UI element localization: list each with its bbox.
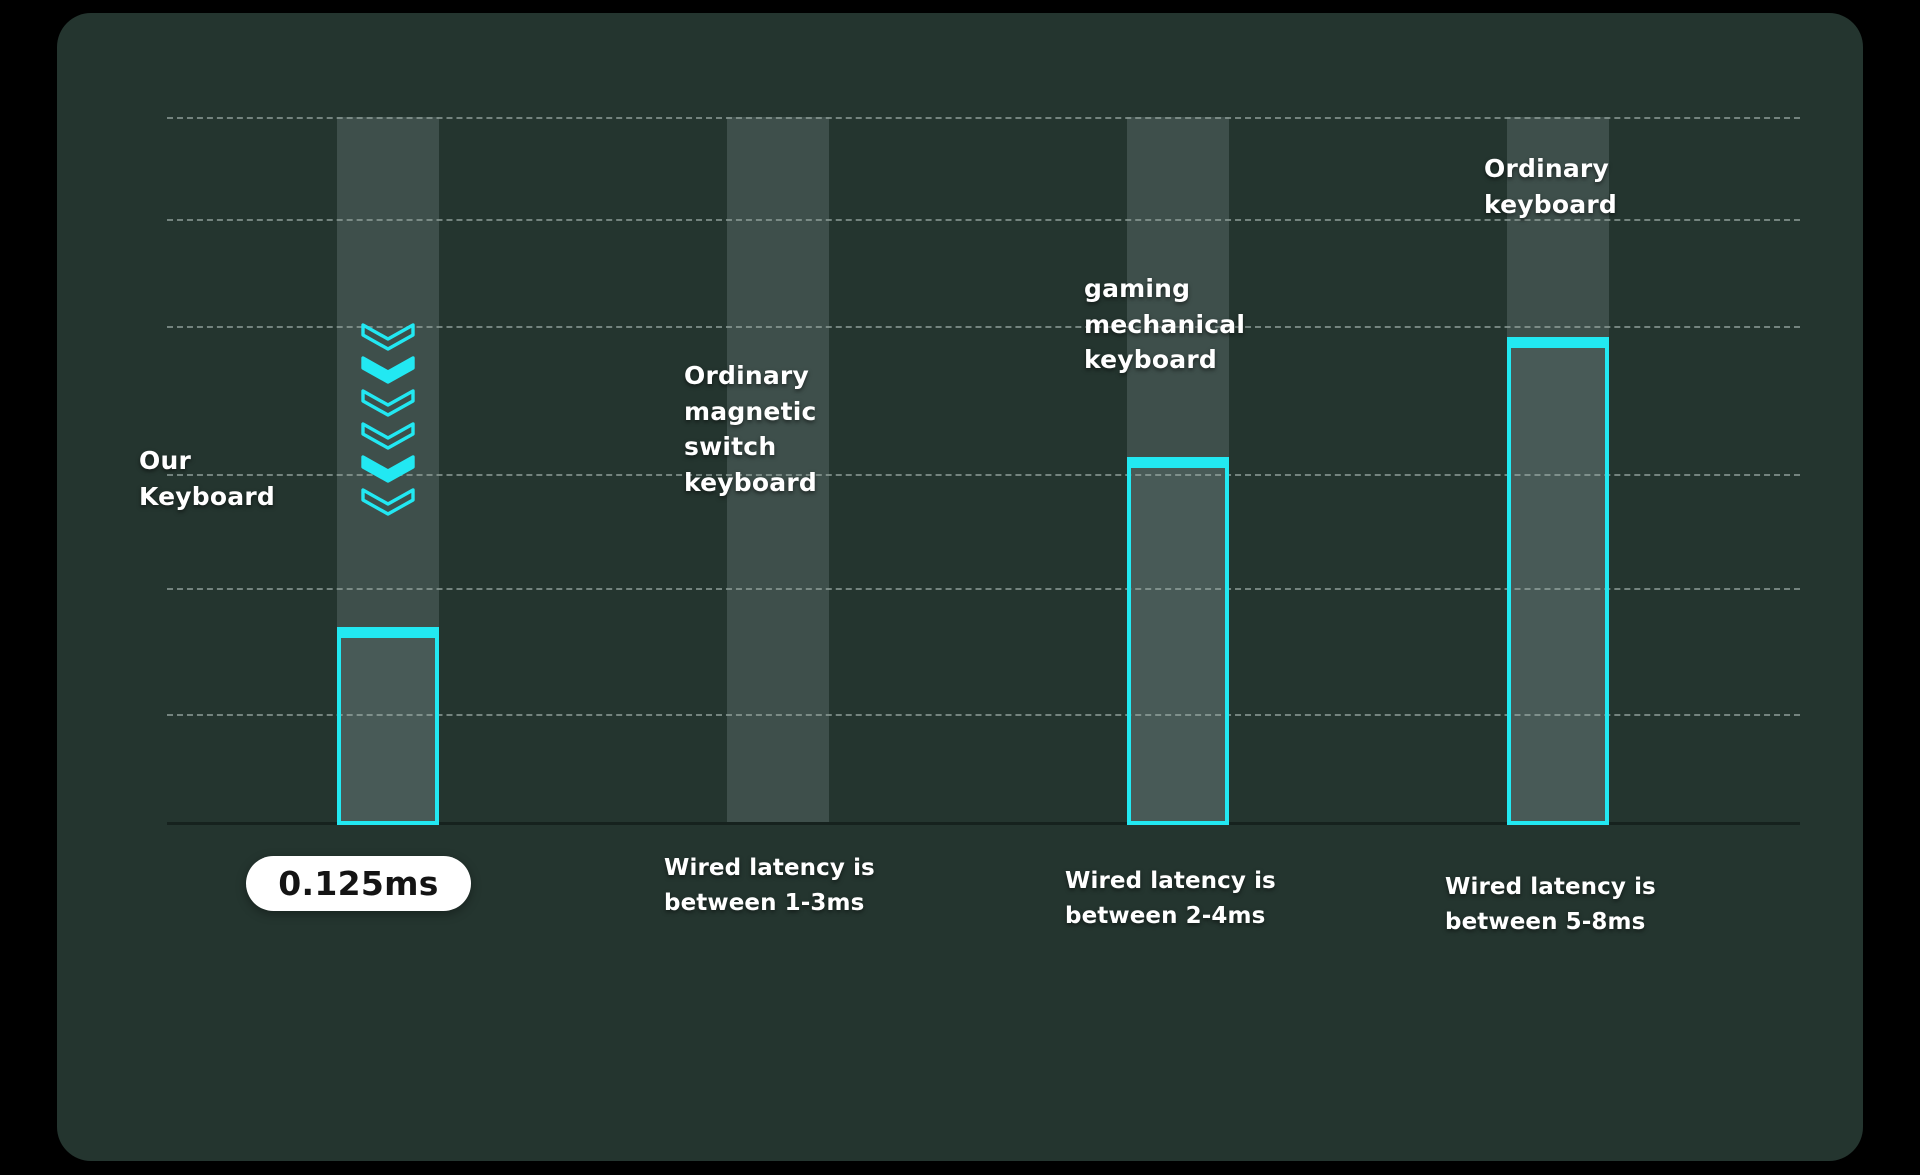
series-label-our-keyboard: Our Keyboard xyxy=(139,446,275,511)
series-label-ordinary-keyboard: Ordinary keyboard xyxy=(1484,154,1617,219)
bar-gaming-mechanical-keyboard[interactable] xyxy=(1127,457,1229,825)
bar-our-keyboard[interactable] xyxy=(337,627,439,825)
chevron-down-icon xyxy=(360,487,416,517)
caption-ordinary-magnetic-switch-keyboard: Wired latency is between 1-3ms xyxy=(664,855,875,916)
caption-gaming-mechanical-keyboard: Wired latency is between 2-4ms xyxy=(1065,868,1276,929)
chevron-stack xyxy=(338,322,438,520)
gridline-6 xyxy=(167,714,1800,716)
gridline-1 xyxy=(167,117,1800,119)
chevron-down-icon xyxy=(360,388,416,418)
gridline-2 xyxy=(167,219,1800,221)
bar-ordinary-keyboard[interactable] xyxy=(1507,337,1609,825)
chevron-down-icon xyxy=(360,355,416,385)
x-axis-baseline xyxy=(167,822,1800,825)
column-band-4 xyxy=(1507,117,1609,825)
gridline-4 xyxy=(167,474,1800,476)
value-badge-our-keyboard: 0.125ms xyxy=(246,856,471,911)
column-band-2 xyxy=(727,117,829,825)
chevron-down-icon xyxy=(360,454,416,484)
series-label-gaming-mechanical-keyboard: gaming mechanical keyboard xyxy=(1084,274,1246,374)
column-band-3 xyxy=(1127,117,1229,825)
series-label-ordinary-magnetic-switch-keyboard: Ordinary magnetic switch keyboard xyxy=(684,361,817,497)
caption-ordinary-keyboard: Wired latency is between 5-8ms xyxy=(1445,874,1656,935)
chevron-down-icon xyxy=(360,421,416,451)
latency-comparison-card: Our Keyboard Ordinary magnetic switch ke… xyxy=(57,13,1863,1161)
chart-plot-area xyxy=(167,117,1800,825)
gridline-5 xyxy=(167,588,1800,590)
gridline-3 xyxy=(167,326,1800,328)
chevron-down-icon xyxy=(360,322,416,352)
